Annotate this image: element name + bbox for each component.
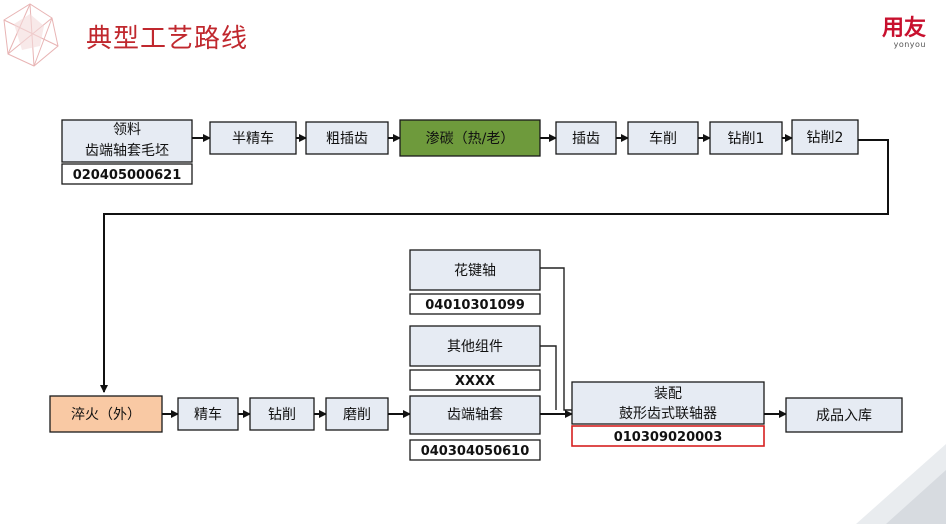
svg-text:花键轴: 花键轴	[454, 263, 496, 279]
node-drilling: 钻削	[249, 397, 315, 431]
svg-text:04010301099: 04010301099	[425, 298, 525, 313]
node-rough-gear-shaping: 粗插齿	[305, 121, 389, 155]
svg-text:020405000621: 020405000621	[73, 168, 182, 183]
material-label-line2: 齿端轴套毛坯	[85, 143, 169, 159]
material-label-line1: 领料	[113, 122, 141, 138]
svg-text:010309020003: 010309020003	[614, 430, 723, 445]
other-parts-code: XXXX	[409, 369, 541, 391]
node-semi-finish-turning: 半精车	[209, 121, 297, 155]
svg-text:其他组件: 其他组件	[447, 339, 503, 355]
node-spline-shaft: 花键轴	[409, 249, 541, 291]
node-other-parts: 其他组件	[409, 325, 541, 367]
node-gear-end-sleeve: 齿端轴套	[409, 395, 541, 435]
node-carburizing: 渗碳（热/老）	[399, 119, 541, 157]
brand-name: 用友	[881, 16, 926, 41]
sleeve-code: 040304050610	[409, 439, 541, 461]
svg-text:车削: 车削	[649, 130, 677, 147]
node-drilling-1: 钻削1	[709, 121, 783, 155]
node-assembly: 装配 鼓形齿式联轴器	[571, 381, 765, 425]
svg-text:齿端轴套: 齿端轴套	[447, 407, 503, 423]
node-quenching: 淬火（外）	[49, 395, 163, 433]
svg-text:钻削1: 钻削1	[728, 131, 765, 147]
svg-text:装配: 装配	[654, 386, 682, 402]
svg-text:淬火（外）: 淬火（外）	[71, 407, 141, 423]
node-grinding: 磨削	[325, 397, 389, 431]
material-code: 020405000621	[61, 163, 193, 185]
svg-text:鼓形齿式联轴器: 鼓形齿式联轴器	[619, 406, 717, 422]
svg-text:钻削2: 钻削2	[807, 130, 844, 146]
svg-text:半精车: 半精车	[232, 130, 274, 147]
spline-shaft-code: 04010301099	[409, 293, 541, 315]
svg-text:磨削: 磨削	[343, 407, 371, 423]
decorative-polygon-icon	[3, 3, 59, 67]
svg-text:精车: 精车	[194, 406, 222, 423]
node-gear-shaping: 插齿	[555, 121, 617, 155]
node-warehouse-entry: 成品入库	[785, 397, 903, 433]
svg-text:钻削: 钻削	[268, 407, 296, 423]
svg-text:插齿: 插齿	[572, 131, 600, 147]
assembly-code: 010309020003	[571, 425, 765, 447]
svg-text:渗碳（热/老）: 渗碳（热/老）	[426, 131, 515, 147]
svg-text:粗插齿: 粗插齿	[326, 131, 368, 147]
node-material: 领料 齿端轴套毛坯	[61, 119, 193, 163]
svg-text:040304050610: 040304050610	[421, 444, 530, 459]
brand-subtitle: yonyou	[893, 40, 926, 49]
corner-ornament-icon	[856, 444, 946, 524]
other-parts-connector	[540, 345, 557, 410]
page-title: 典型工艺路线	[86, 24, 249, 54]
svg-text:XXXX: XXXX	[455, 374, 495, 389]
node-turning: 车削	[627, 121, 699, 155]
svg-text:成品入库: 成品入库	[816, 408, 872, 424]
node-finish-turning: 精车	[177, 397, 239, 431]
node-drilling-2: 钻削2	[791, 119, 859, 155]
brand-logo: 用友 yonyou	[881, 16, 926, 50]
row-connector	[100, 139, 889, 393]
